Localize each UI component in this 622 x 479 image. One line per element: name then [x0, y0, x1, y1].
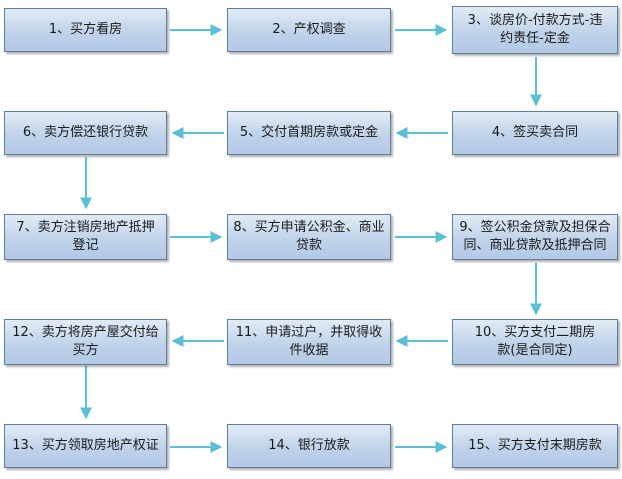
step-8-label: 8、买方申请公积金、商业贷款: [233, 220, 385, 253]
step-4-label: 4、签买卖合同: [491, 125, 579, 140]
step-12-handover-house: 12、卖方将房产屋交付给买方: [4, 319, 167, 365]
step-10-label: 10、买方支付二期房款(是合同定): [474, 325, 596, 358]
step-10-second-payment: 10、买方支付二期房款(是合同定): [452, 319, 618, 365]
step-4-sign-contract: 4、签买卖合同: [452, 111, 618, 155]
step-15-final-payment: 15、买方支付末期房款: [452, 424, 618, 468]
step-14-label: 14、银行放款: [268, 438, 350, 453]
step-2-label: 2、产权调查: [272, 22, 346, 37]
step-11-label: 11、申请过户，并取得收件收据: [235, 325, 383, 358]
step-11-transfer-title: 11、申请过户，并取得收件收据: [227, 319, 391, 365]
step-6-label: 6、卖方偿还银行贷款: [22, 125, 149, 140]
step-8-apply-loan: 8、买方申请公积金、商业贷款: [227, 214, 391, 260]
step-9-sign-loan-contracts: 9、签公积金贷款及担保合同、商业贷款及抵押合同: [452, 214, 618, 260]
step-3-label: 3、谈房价-付款方式-违约责任-定金: [467, 13, 603, 46]
step-13-label: 13、买方领取房地产权证: [12, 438, 159, 453]
step-3-negotiate-terms: 3、谈房价-付款方式-违约责任-定金: [452, 6, 618, 54]
step-1-label: 1、买方看房: [48, 22, 123, 37]
step-6-repay-bank-loan: 6、卖方偿还银行贷款: [4, 111, 167, 155]
step-7-cancel-mortgage: 7、卖方注销房地产抵押登记: [4, 214, 167, 260]
step-14-bank-disburse: 14、银行放款: [227, 424, 391, 468]
step-1-buyer-view-house: 1、买方看房: [4, 8, 167, 52]
step-7-label: 7、卖方注销房地产抵押登记: [16, 220, 155, 253]
step-13-receive-certificate: 13、买方领取房地产权证: [4, 424, 167, 468]
step-15-label: 15、买方支付末期房款: [468, 438, 602, 453]
step-2-title-check: 2、产权调查: [227, 8, 391, 52]
step-5-label: 5、交付首期房款或定金: [239, 125, 379, 140]
step-5-down-payment: 5、交付首期房款或定金: [227, 111, 391, 155]
step-9-label: 9、签公积金贷款及担保合同、商业贷款及抵押合同: [459, 220, 611, 253]
step-12-label: 12、卖方将房产屋交付给买方: [12, 325, 159, 358]
